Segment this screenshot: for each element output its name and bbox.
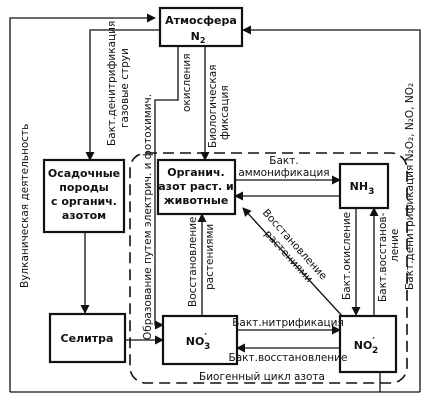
label-denitr-gas-1: Бакт.денитрификация — [106, 21, 118, 146]
label-electro-1: Образование путем электрич. и фотохимич. — [142, 94, 154, 340]
no2-sub: 2 — [372, 346, 378, 356]
sediments-line2: породы — [59, 181, 108, 194]
sediments-line4: азотом — [62, 209, 106, 222]
organic-line1: Органич. — [167, 166, 224, 179]
label-electro-2: окисления — [181, 53, 193, 112]
label-ammon-1: Бакт. — [269, 155, 298, 167]
label-ammon-2: аммонификация — [238, 167, 329, 179]
label-volcanic: Вулканическая деятельность — [19, 124, 31, 288]
label-restore-vert-2: растениями — [204, 224, 216, 290]
label-reduction: Бакт.восстановление — [229, 352, 348, 364]
svg-text:N2: N2 — [191, 30, 206, 45]
atmosphere-formula-sub: 2 — [200, 36, 206, 45]
label-denitr-right: Бакт.денитрификация N₂O₂, N₂O, NO₂ — [404, 83, 416, 290]
nh3-sub: 3 — [368, 187, 374, 197]
sediments-line1: Осадочные — [48, 167, 120, 180]
no3-prime: ′ — [204, 332, 207, 343]
atmosphere-label: Атмосфера — [165, 14, 237, 27]
node-no3: NO′3 — [161, 314, 239, 366]
label-restore-vert-1: Восстановление — [187, 216, 199, 307]
node-organic: Органич. азот раст. и животные — [156, 158, 237, 216]
node-no2: NO′2 — [338, 314, 398, 374]
cycle-label: Биогенный цикл азота — [199, 371, 325, 383]
label-biofix-1: Биологическая — [207, 65, 219, 148]
organic-line3: животные — [164, 194, 229, 207]
label-nitrification: Бакт.нитрификация — [232, 317, 344, 329]
connectors — [9, 13, 421, 393]
sediments-line3: с органич. — [51, 195, 117, 208]
no3-sub: 3 — [204, 342, 210, 352]
biogenic-cycle-boundary — [129, 152, 408, 384]
node-nh3: NH3 — [338, 162, 390, 210]
label-bact-reduction-1: Бакт.восстанов- — [377, 212, 389, 302]
no2-prime: ′ — [372, 336, 375, 347]
nh3-formula: NH — [350, 180, 368, 193]
node-sediments: Осадочные породы с органич. азотом — [42, 158, 126, 234]
label-bact-oxidation: Бакт.окисление — [341, 212, 353, 300]
label-biofix-2: фиксация — [219, 85, 231, 140]
no2-formula: NO — [354, 339, 373, 352]
organic-line2: азот раст. и — [158, 180, 234, 193]
label-denitr-gas-2: газовые струи — [119, 48, 131, 128]
no3-formula: NO — [186, 335, 205, 348]
svg-text:NO′3: NO′3 — [186, 332, 210, 352]
node-atmosphere: Атмосфера N2 — [158, 6, 244, 48]
svg-text:NH3: NH3 — [350, 180, 375, 197]
atmosphere-formula: N — [191, 30, 200, 43]
node-saltpeter: Селитра — [48, 312, 127, 364]
saltpeter-label: Селитра — [61, 332, 114, 345]
svg-text:NO′2: NO′2 — [354, 336, 378, 356]
label-bact-reduction-2: ление — [389, 229, 401, 262]
